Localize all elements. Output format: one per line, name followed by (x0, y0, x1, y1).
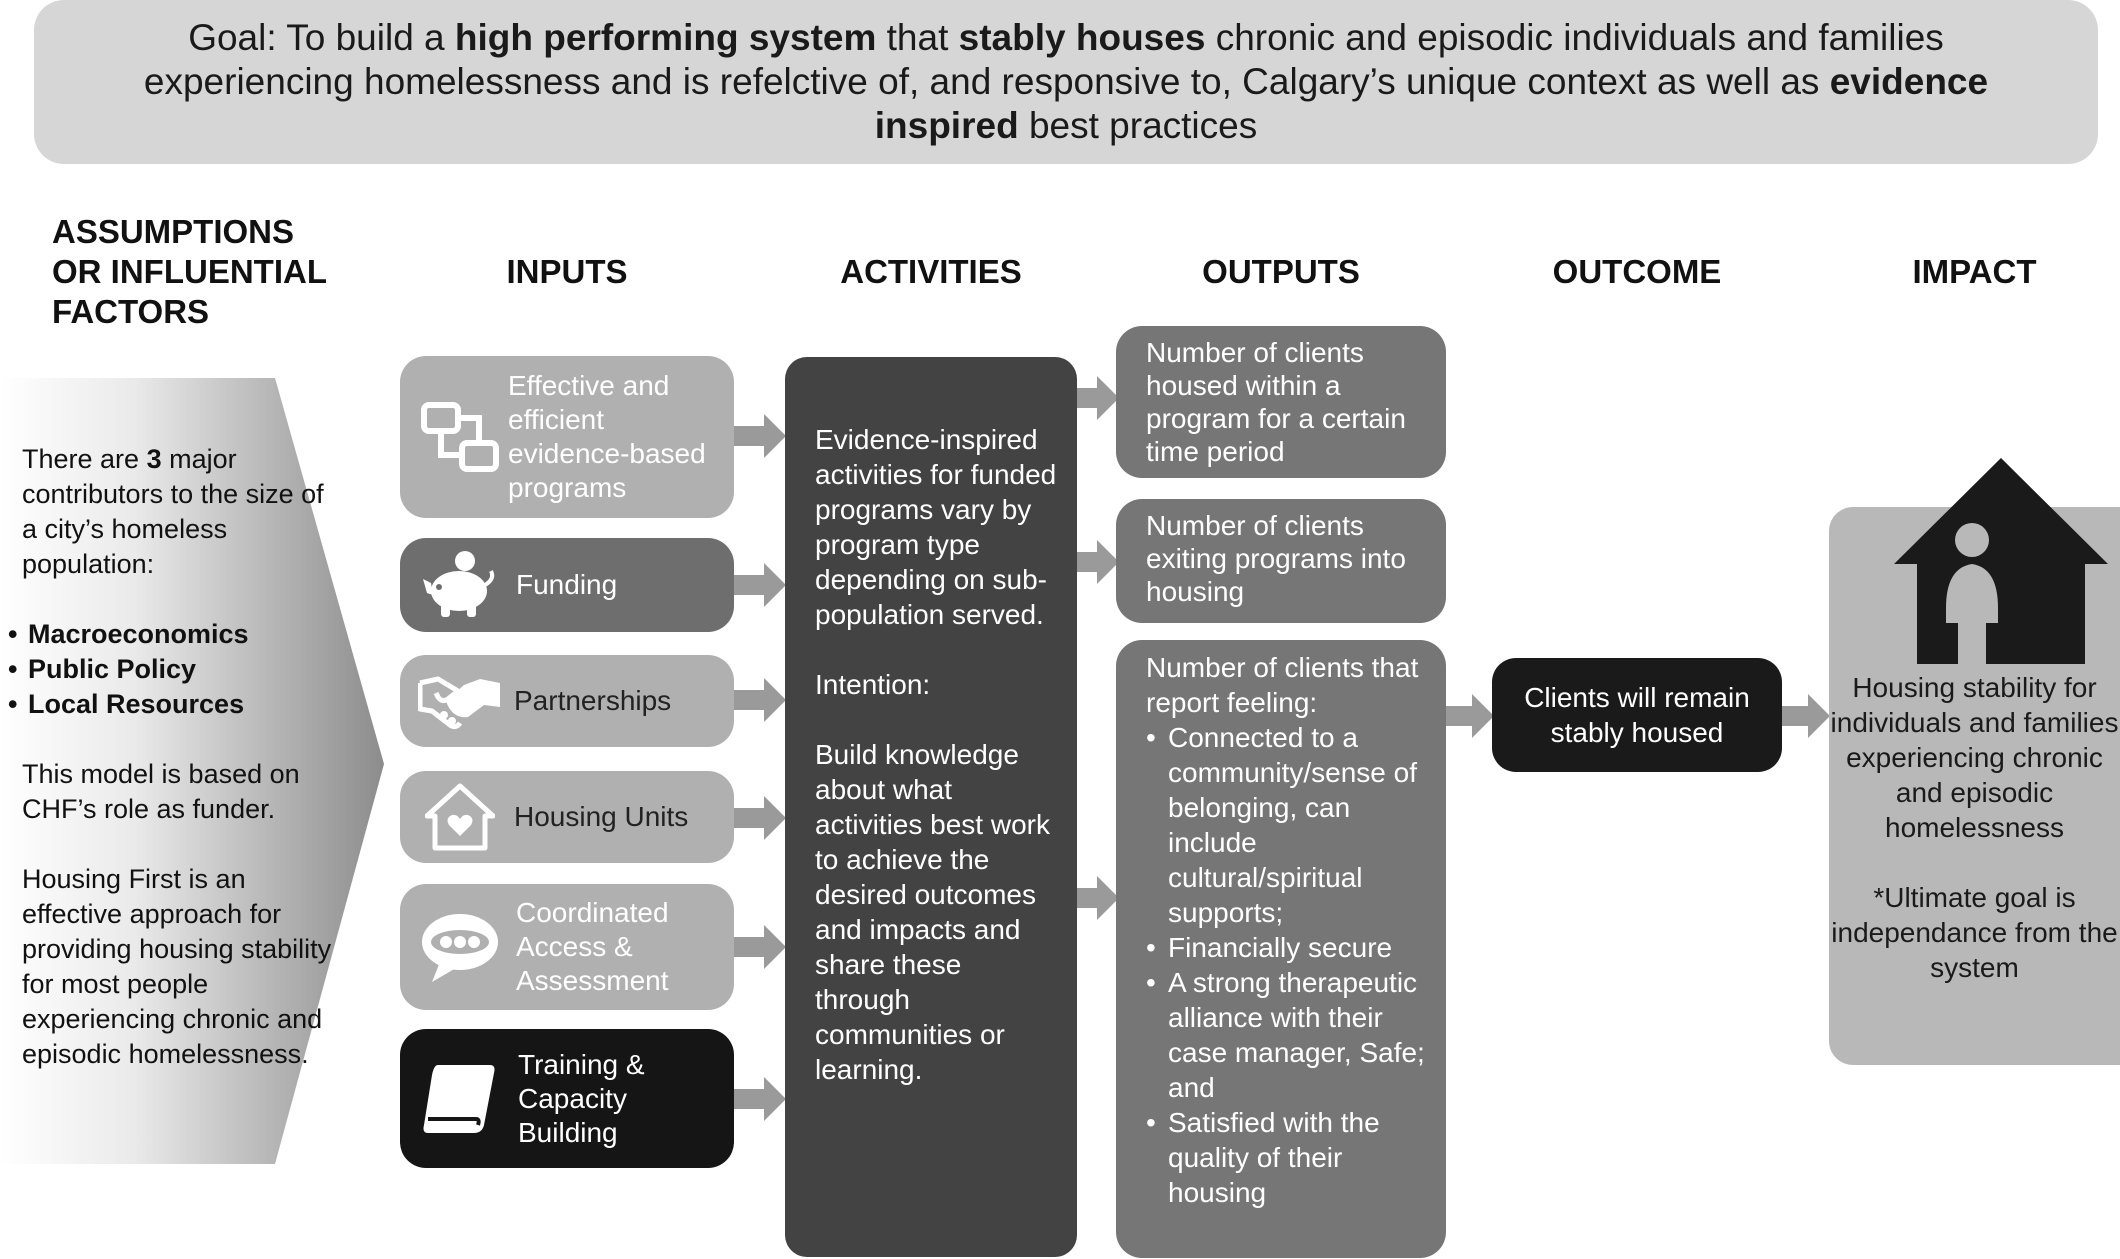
activities-box: Evidence-inspired activities for funded … (785, 357, 1077, 1257)
assumptions-intro-part: There are (22, 444, 147, 474)
input-programs: Effective and efficient evidence-based p… (400, 356, 734, 518)
assumptions-intro-number: 3 (146, 444, 162, 474)
activities-intention-label: Intention: (815, 669, 931, 700)
arrow-icon (734, 925, 786, 969)
arrow-icon (1077, 876, 1119, 920)
assumptions-bullet: Local Resources (22, 687, 342, 722)
header-outputs: OUTPUTS (1202, 253, 1360, 290)
goal-bold-high-performing: high performing system (454, 17, 877, 58)
input-programs-label: Effective and efficient evidence-based p… (508, 370, 706, 503)
input-housing-units-label: Housing Units (514, 801, 689, 832)
output-client-feelings: Number of clients that report feeling: C… (1116, 640, 1446, 1258)
outcome-box: Clients will remain stably housed (1492, 658, 1782, 772)
input-coordinated-access-label: Coordinated Access & Assessment (516, 897, 669, 996)
output-housed-clients: Number of clients housed within a progra… (1116, 326, 1446, 478)
assumptions-bullets: Macroeconomics Public Policy Local Resou… (22, 617, 342, 722)
handshake-icon (414, 666, 506, 736)
goal-text-part: chronic and episodic individuals and fam… (143, 17, 1944, 102)
goal-text-part: best practices (1018, 105, 1258, 146)
header-outcome: OUTCOME (1552, 253, 1722, 290)
input-housing-units: Housing Units (400, 771, 734, 863)
flowchart-icon (414, 402, 506, 472)
assumptions-model-note: This model is based on CHF’s role as fun… (22, 759, 300, 824)
input-training-label: Training & Capacity Building (518, 1048, 645, 1148)
arrow-icon (734, 563, 786, 607)
arrow-icon (1077, 540, 1119, 584)
output-client-feelings-list: Connected to a community/sense of belong… (1146, 720, 1432, 1210)
impact-text: Housing stability for individuals and fa… (1829, 670, 2120, 1020)
speech-bubble-icon (414, 912, 506, 982)
output-feeling-item: A strong therapeutic alliance with their… (1146, 965, 1432, 1105)
input-funding: Funding (400, 538, 734, 632)
goal-bold-evidence-inspired: evidence inspired (874, 61, 1989, 146)
output-exiting-clients: Number of clients exiting programs into … (1116, 499, 1446, 623)
output-feeling-item: Financially secure (1146, 930, 1432, 965)
header-assumptions-line: FACTORS (52, 293, 210, 330)
goal-bold-stably-houses: stably houses (958, 17, 1206, 58)
header-assumptions-line: ASSUMPTIONS (52, 213, 295, 250)
assumptions-bullet: Public Policy (22, 652, 342, 687)
book-icon (414, 1064, 506, 1134)
arrow-icon (1446, 694, 1494, 738)
goal-text-part: that (876, 17, 959, 58)
arrow-icon (1077, 376, 1119, 420)
header-assumptions: ASSUMPTIONS OR INFLUENTIAL FACTORS (52, 212, 327, 332)
header-assumptions-line: OR INFLUENTIAL (52, 253, 327, 290)
arrow-icon (734, 678, 786, 722)
goal-text-part: Goal: To build a (188, 17, 455, 58)
goal-banner: Goal: To build a high performing system … (34, 0, 2098, 164)
input-coordinated-access: Coordinated Access & Assessment (400, 884, 734, 1010)
header-impact: IMPACT (1912, 253, 2037, 290)
assumptions-intro-part: major contributors to the size of a city… (22, 444, 324, 579)
goal-text: Goal: To build a high performing system … (94, 16, 2038, 148)
impact-description: Housing stability for individuals and fa… (1830, 672, 2119, 843)
piggy-bank-icon (414, 550, 506, 620)
input-training: Training & Capacity Building (400, 1029, 734, 1168)
activities-description: Evidence-inspired activities for funded … (815, 424, 1057, 630)
activities-intention-text: Build knowledge about what activities be… (815, 739, 1050, 1085)
house-heart-icon (414, 782, 506, 852)
arrow-icon (734, 414, 786, 458)
arrow-icon (734, 1077, 786, 1121)
input-partnerships: Partnerships (400, 655, 734, 747)
assumptions-bullet: Macroeconomics (22, 617, 342, 652)
assumptions-housing-first-note: Housing First is an effective approach f… (22, 864, 332, 1069)
header-inputs: INPUTS (506, 253, 628, 290)
house-person-icon (1894, 458, 2108, 664)
output-client-feelings-intro: Number of clients that report feeling: (1146, 652, 1419, 718)
input-partnerships-label: Partnerships (514, 685, 672, 716)
assumptions-arrow (0, 378, 384, 1164)
output-feeling-item: Connected to a community/sense of belong… (1146, 720, 1432, 930)
output-feeling-item: Satisfied with the quality of their hous… (1146, 1105, 1432, 1210)
header-activities: ACTIVITIES (840, 253, 1022, 290)
assumptions-text: There are 3 major contributors to the si… (22, 442, 342, 1107)
input-funding-label: Funding (516, 569, 618, 600)
impact-ultimate-goal: *Ultimate goal is independance from the … (1831, 882, 2118, 983)
assumptions-intro: There are 3 major contributors to the si… (22, 442, 342, 582)
arrow-icon (734, 796, 786, 840)
arrow-icon (1782, 694, 1830, 738)
outcome-text: Clients will remain stably housed (1524, 682, 1750, 748)
